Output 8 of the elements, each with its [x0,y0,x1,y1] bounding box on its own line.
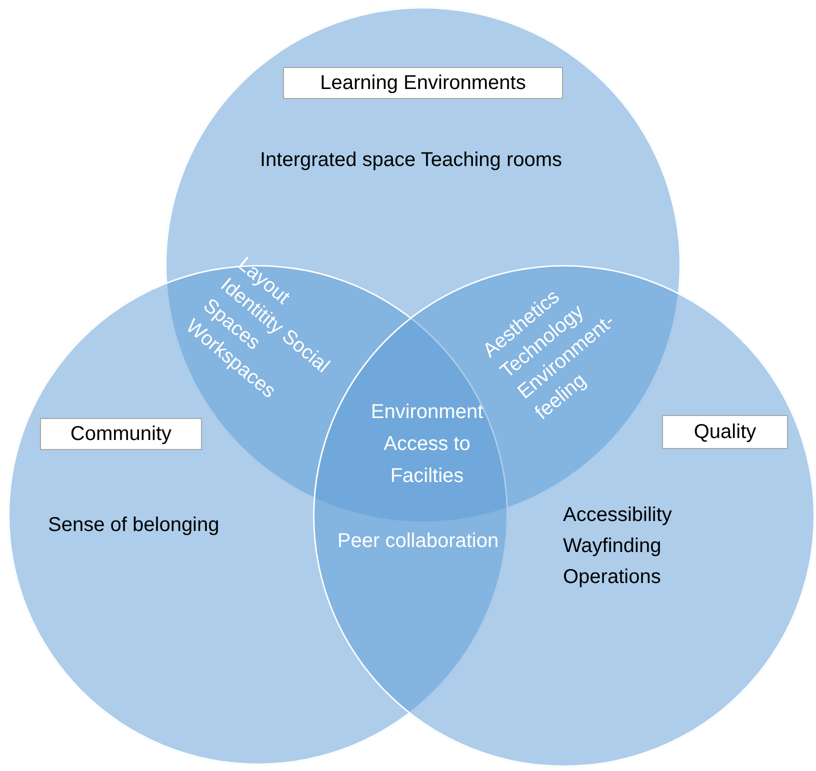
circle-text: Intergrated space Teaching rooms [258,148,564,173]
circle-title: Learning Environments [283,67,563,99]
overlap-text: Environment Access to Facilties [370,400,484,489]
circle-title: Quality [662,415,788,449]
circle-text: Accessibility Wayfinding Operations [563,503,673,590]
circle-text: Sense of belonging [48,513,220,538]
overlap-text: Peer collaboration [336,529,500,554]
circle-title: Community [40,418,202,450]
